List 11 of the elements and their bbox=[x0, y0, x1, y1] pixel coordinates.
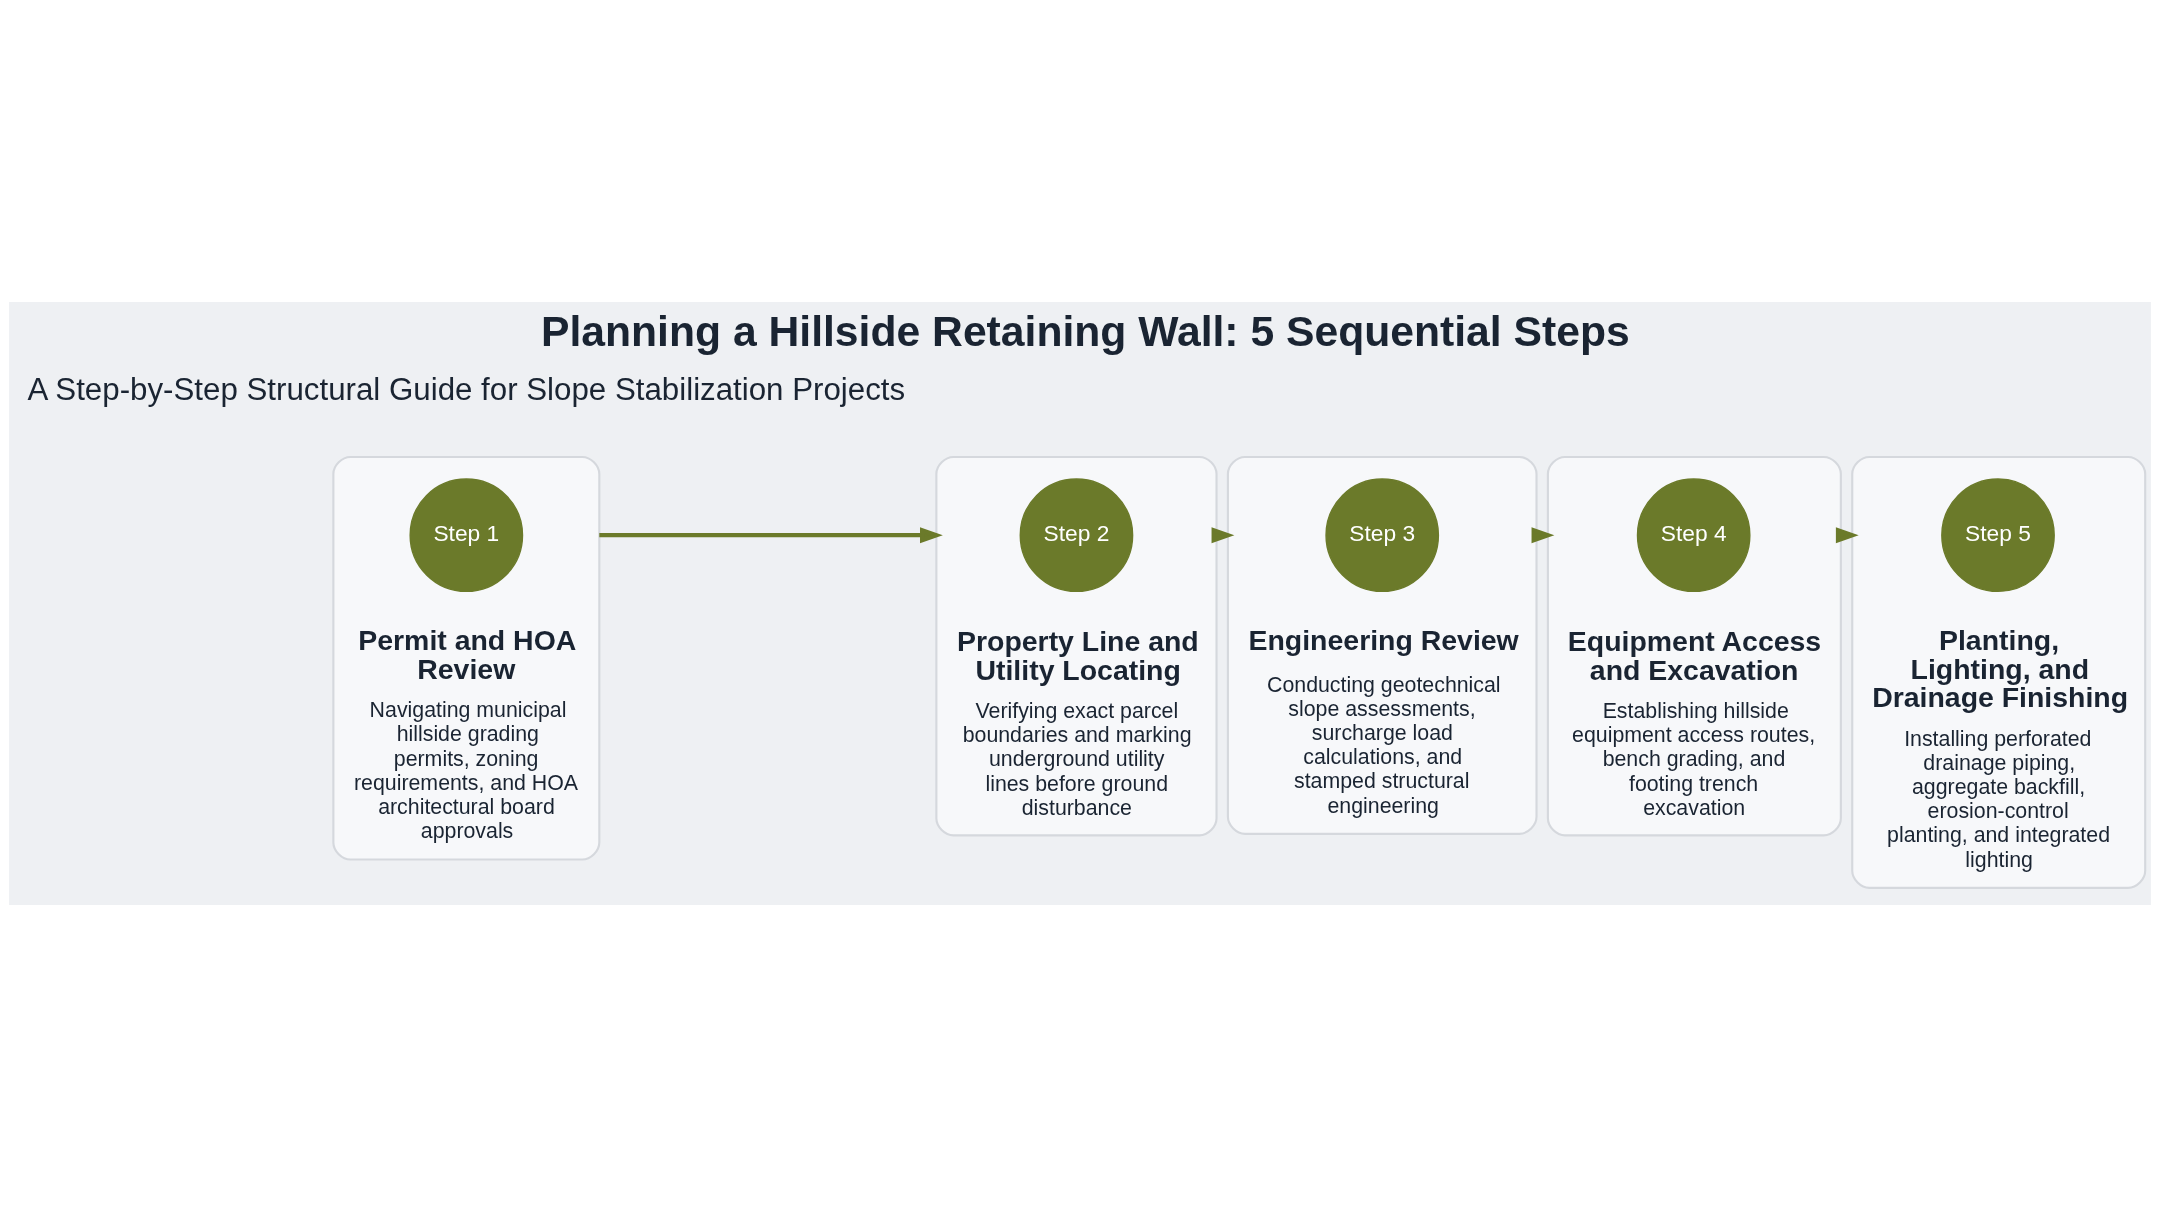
diagram-title: Planning a Hillside Retaining Wall: 5 Sequential Steps bbox=[541, 306, 1630, 355]
arrow bbox=[599, 526, 943, 543]
label: A Step-by-Step Structural Guide for Slope Stabilization Projects bbox=[27, 371, 906, 407]
arrow bbox=[1835, 526, 1859, 543]
node-circle: Step 4 bbox=[1636, 477, 1751, 592]
node-circle: Step 1 bbox=[409, 477, 524, 592]
node-circle: Step 3 bbox=[1325, 477, 1440, 592]
arrow bbox=[1531, 526, 1555, 543]
node-circle: Step 5 bbox=[1941, 477, 2055, 592]
arrow bbox=[1211, 526, 1235, 543]
node-circle: Step 2 bbox=[1019, 477, 1134, 592]
